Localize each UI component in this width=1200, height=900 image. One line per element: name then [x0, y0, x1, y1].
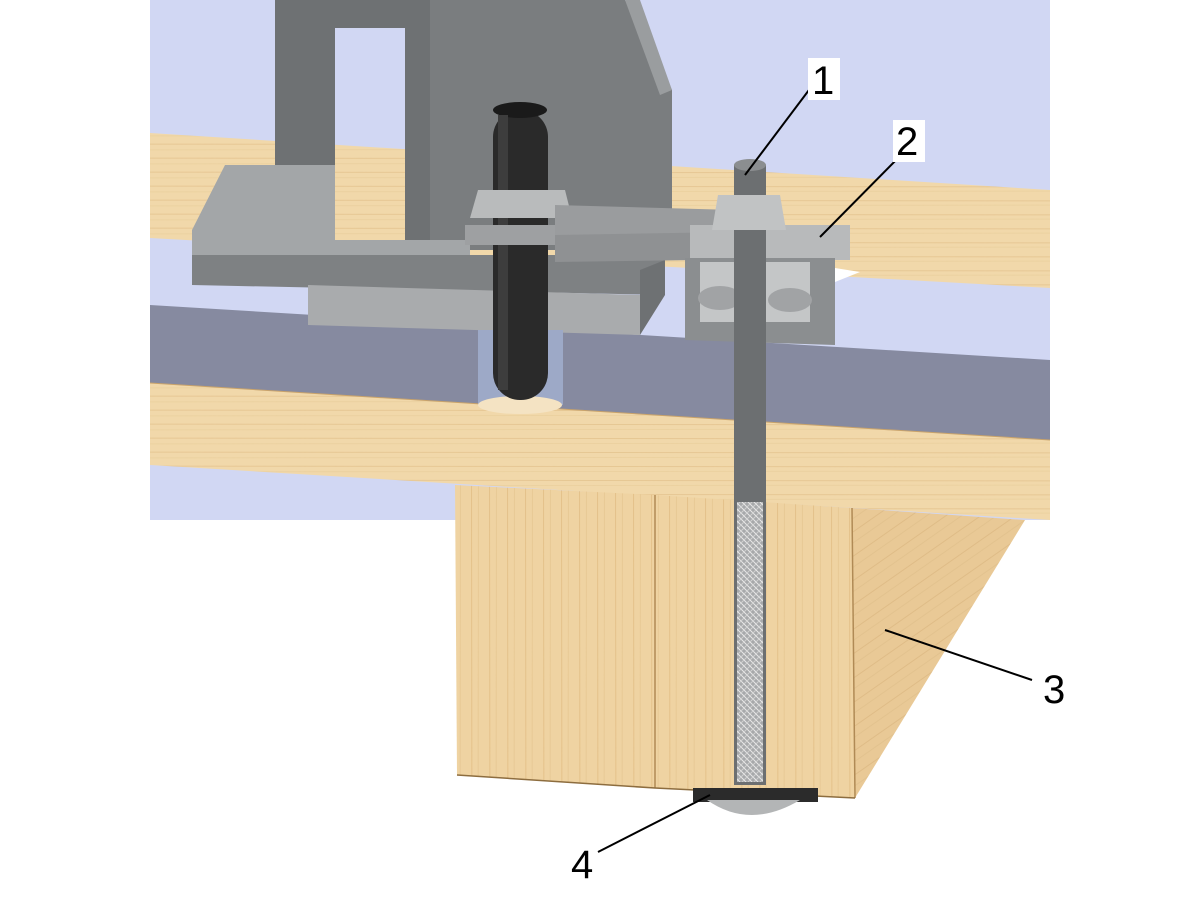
leader-line-3: [884, 629, 1033, 681]
wood-table-top: [150, 383, 1050, 520]
wood-leg-side: [852, 508, 1025, 798]
callout-1: 1: [812, 59, 834, 103]
steel-base-lower-right: [640, 260, 665, 335]
leader-line-1: [744, 77, 819, 176]
callout-4: 4: [571, 843, 593, 887]
rod-hex-nut: [712, 195, 786, 230]
steel-housing-face: [430, 0, 672, 250]
bottom-washer: [693, 788, 818, 802]
callout-3: 3: [1043, 668, 1065, 712]
rod-thread: [737, 502, 763, 782]
callout-2: 2: [896, 120, 918, 164]
bracket-plate: [690, 225, 850, 260]
table-edge-band: [150, 305, 1050, 440]
steel-base-lower: [308, 285, 640, 335]
bottom-cap: [707, 800, 800, 815]
leader-line-4: [597, 794, 711, 853]
steel-base-top: [192, 165, 470, 255]
left-hex-nut: [470, 190, 572, 218]
wood-leg-front-left: [455, 485, 655, 788]
leader-line-2: [819, 149, 907, 238]
steel-housing-bevel: [625, 0, 672, 95]
